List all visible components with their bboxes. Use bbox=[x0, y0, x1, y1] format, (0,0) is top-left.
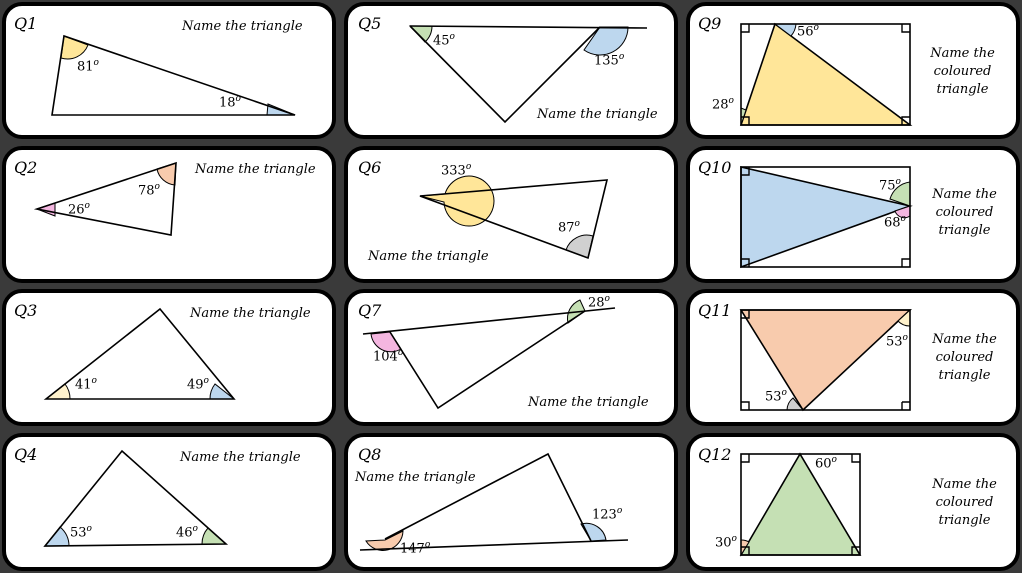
angle-label: 78o bbox=[138, 182, 160, 199]
triangle-q8 bbox=[384, 452, 592, 542]
question-label: Q6 bbox=[358, 158, 382, 177]
question-label: Q8 bbox=[358, 445, 382, 464]
angle-label: 75o bbox=[879, 177, 901, 194]
angle-arc bbox=[43, 526, 70, 547]
angle-label: 26o bbox=[68, 201, 90, 218]
prompt-text: Name the triangle bbox=[190, 306, 311, 321]
rectangle-q10 bbox=[740, 166, 911, 268]
triangle-q5 bbox=[409, 25, 601, 124]
question-label: Q3 bbox=[14, 301, 38, 320]
angle-label: 53o bbox=[886, 333, 908, 350]
angle-label: 45o bbox=[433, 32, 455, 49]
angle-label: 18o bbox=[219, 94, 241, 111]
prompt-text: Name the coloured triangle bbox=[930, 46, 995, 97]
triangle-q2 bbox=[33, 161, 177, 236]
card-q6 bbox=[344, 146, 678, 283]
angle-arc bbox=[370, 331, 402, 353]
prompt-text: Name the triangle bbox=[368, 249, 489, 264]
angle-arc bbox=[209, 383, 236, 400]
prompt-text: Name the triangle bbox=[180, 450, 301, 465]
angle-label: 333o bbox=[441, 162, 472, 179]
angle-label: 28o bbox=[588, 294, 610, 311]
angle-arc bbox=[60, 35, 89, 60]
prompt-text: Name the coloured triangle bbox=[932, 187, 997, 238]
rectangle-q9 bbox=[740, 23, 911, 126]
prompt-text: Name the coloured triangle bbox=[932, 332, 997, 383]
angle-label: 123o bbox=[592, 506, 623, 523]
angle-label: 53o bbox=[765, 388, 787, 405]
card-q1 bbox=[2, 2, 336, 139]
question-label: Q7 bbox=[358, 301, 382, 320]
rectangle-q12 bbox=[740, 453, 861, 556]
question-label: Q1 bbox=[14, 14, 38, 33]
card-q5 bbox=[344, 2, 678, 139]
question-label: Q10 bbox=[698, 158, 732, 177]
rectangle-q11 bbox=[740, 309, 911, 411]
angle-label: 56o bbox=[797, 23, 819, 40]
angle-label: 135o bbox=[594, 52, 625, 69]
angle-label: 87o bbox=[558, 219, 580, 236]
angle-label: 81o bbox=[77, 58, 99, 75]
prompt-text: Name the coloured triangle bbox=[932, 477, 997, 528]
triangle-q3 bbox=[43, 307, 236, 400]
angle-label: 41o bbox=[75, 376, 97, 393]
triangle-q1 bbox=[51, 34, 296, 116]
question-label: Q11 bbox=[698, 301, 732, 320]
angle-label: 46o bbox=[176, 524, 198, 541]
question-label: Q9 bbox=[698, 14, 722, 33]
prompt-text: Name the triangle bbox=[528, 395, 649, 410]
angle-arc bbox=[583, 26, 629, 56]
angle-label: 49o bbox=[187, 376, 209, 393]
angle-arc bbox=[580, 522, 607, 542]
card-q4 bbox=[2, 433, 336, 571]
triangle-q6 bbox=[419, 179, 609, 260]
question-label: Q12 bbox=[698, 445, 732, 464]
angle-label: 53o bbox=[70, 524, 92, 541]
triangle-q12 bbox=[739, 452, 862, 556]
prompt-text: Name the triangle bbox=[195, 162, 316, 177]
right-angle-marks bbox=[741, 24, 910, 555]
angle-arc bbox=[365, 530, 404, 551]
angle-arc bbox=[419, 175, 495, 227]
angle-label: 60o bbox=[815, 455, 837, 472]
card-q7 bbox=[344, 289, 678, 426]
angle-label: 104o bbox=[373, 348, 404, 365]
question-label: Q5 bbox=[358, 14, 382, 33]
angle-label: 30o bbox=[715, 534, 737, 551]
question-label: Q2 bbox=[14, 158, 38, 177]
triangle-q9 bbox=[739, 22, 913, 126]
question-label: Q4 bbox=[14, 445, 38, 464]
prompt-text: Name the triangle bbox=[355, 470, 476, 485]
prompt-text: Name the triangle bbox=[182, 19, 303, 34]
triangle-q7 bbox=[389, 310, 586, 410]
angle-label: 28o bbox=[712, 96, 734, 113]
prompt-text: Name the triangle bbox=[537, 107, 658, 122]
card-q3 bbox=[2, 289, 336, 426]
angle-label: 68o bbox=[884, 214, 906, 231]
angle-label: 147o bbox=[400, 540, 431, 557]
triangle-q4 bbox=[43, 449, 229, 547]
